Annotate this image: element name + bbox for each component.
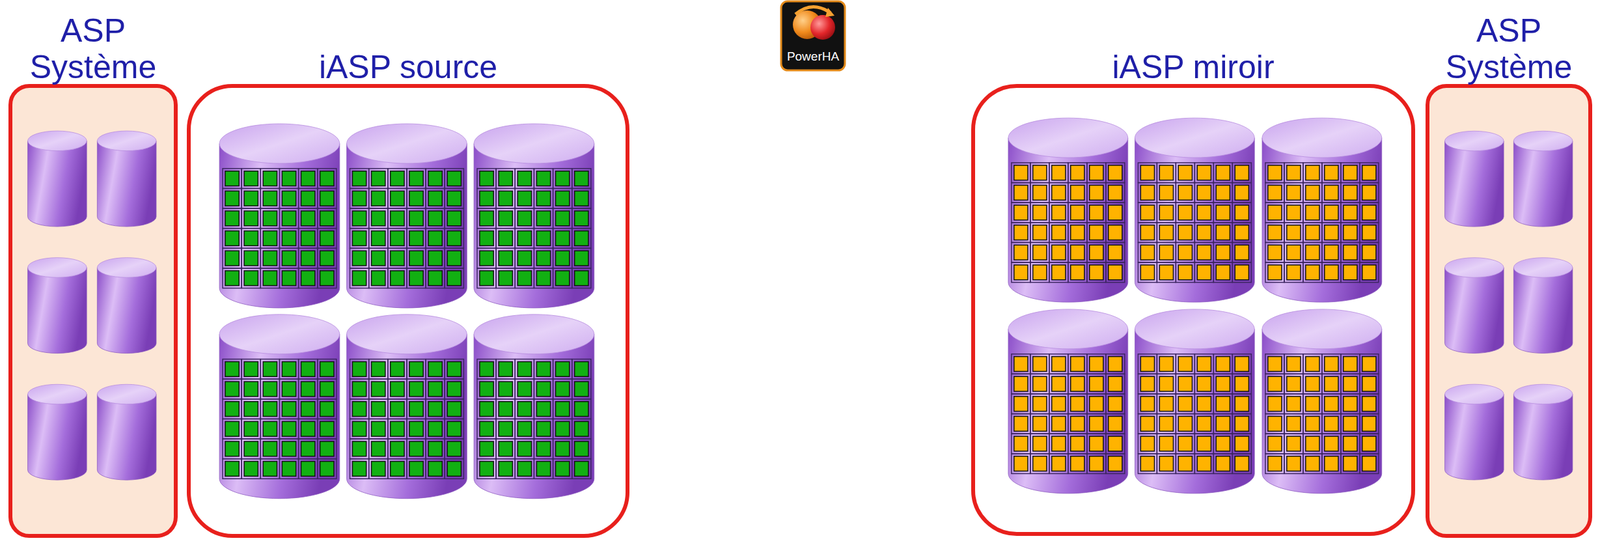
storage-pool: ASP Système <box>1425 83 1593 538</box>
disk-cylinder <box>1513 384 1573 480</box>
disk-illustration <box>971 83 1408 528</box>
disk-cylinder <box>1262 117 1382 303</box>
disk-cylinder <box>473 314 595 499</box>
disk-illustration <box>8 83 170 530</box>
disk-cylinder <box>1008 117 1129 303</box>
disk-cylinder <box>473 123 595 308</box>
pool-title: ASP Système <box>5 12 181 86</box>
disk-illustration <box>1425 83 1585 530</box>
disk-cylinder <box>219 314 340 499</box>
disk-cylinder <box>27 384 88 480</box>
logo-swoosh <box>795 6 831 15</box>
disk-cylinder <box>1445 384 1505 480</box>
storage-pool: iASP miroir <box>971 83 1416 536</box>
disk-cylinder <box>96 130 157 227</box>
disk-cylinder <box>96 257 157 354</box>
disk-cylinder <box>1134 117 1255 303</box>
disk-cylinder <box>96 384 157 480</box>
storage-pool: iASP source <box>186 83 630 538</box>
storage-pool: ASP Système <box>8 83 178 538</box>
disk-cylinder <box>27 257 88 354</box>
logo-arrow <box>825 7 835 17</box>
disk-cylinder <box>346 123 468 308</box>
logo-frame <box>781 1 845 71</box>
disk-illustration <box>186 83 622 530</box>
disk-cylinder <box>1513 257 1573 354</box>
disk-cylinder <box>1445 257 1505 354</box>
disk-cylinder <box>1008 309 1129 494</box>
disk-cylinder <box>27 130 88 227</box>
disk-cylinder <box>1513 130 1573 227</box>
logo-ball <box>810 14 836 40</box>
disk-cylinder <box>346 314 468 499</box>
disk-cylinder <box>1445 130 1505 227</box>
pool-title: iASP source <box>184 48 633 86</box>
pool-title: ASP Système <box>1422 12 1595 86</box>
logo-text: PowerHA <box>781 49 845 64</box>
pool-title: iASP miroir <box>968 48 1418 86</box>
disk-cylinder <box>1134 309 1255 494</box>
disk-cylinder <box>1262 309 1382 494</box>
disk-cylinder <box>219 123 340 308</box>
